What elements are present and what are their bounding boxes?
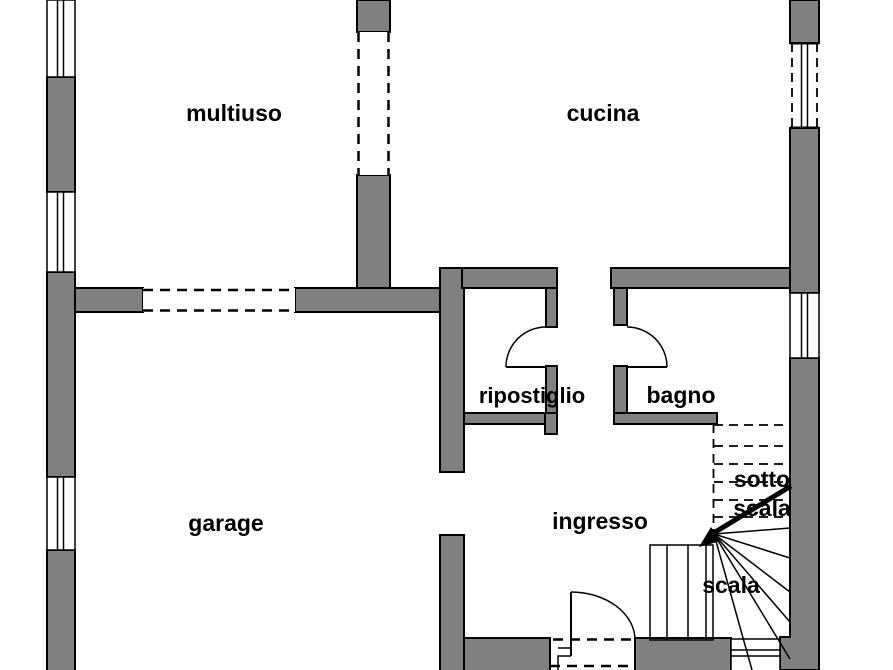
wall-segment <box>789 127 820 294</box>
doors <box>505 326 668 670</box>
window-icon <box>730 638 781 670</box>
wall-segment <box>439 534 465 670</box>
cased-opening <box>143 288 295 312</box>
room-label-multiuso: multiuso <box>186 100 282 126</box>
walls <box>46 0 820 670</box>
room-label-bagno: bagno <box>647 382 716 408</box>
windows <box>46 0 820 670</box>
window-icon <box>46 476 76 551</box>
door-arc <box>570 591 636 641</box>
staircase <box>649 424 793 670</box>
entrance-step <box>557 655 571 670</box>
openings <box>143 32 635 668</box>
wall-segment <box>294 287 442 313</box>
door-entrance <box>557 591 636 670</box>
sotto-scala-dashes <box>712 424 789 534</box>
wall-segment <box>463 412 546 425</box>
wall-segment <box>46 271 76 478</box>
window-icon <box>46 0 76 78</box>
wall-segment <box>613 412 718 425</box>
stair-fan <box>713 527 791 670</box>
wall-segment <box>46 549 76 670</box>
arrowhead <box>699 527 721 547</box>
room-label-cucina: cucina <box>567 100 640 126</box>
wall-segment <box>634 637 732 670</box>
wall-segment <box>463 637 551 670</box>
wall-segment <box>356 0 391 33</box>
wall-segment <box>46 76 76 193</box>
wall-segment <box>613 287 628 326</box>
room-label-garage: garage <box>188 510 263 536</box>
window-icon <box>789 292 820 359</box>
wall-segment <box>789 0 820 44</box>
wall-segment <box>439 267 465 473</box>
wall-segment <box>610 267 791 289</box>
room-label-ripostiglio: ripostiglio <box>479 383 585 408</box>
door-ripostiglio <box>505 326 547 368</box>
wall-segment <box>74 287 144 313</box>
wall-segment <box>461 267 558 289</box>
door-arc <box>626 326 668 368</box>
french-window-icon <box>790 42 819 129</box>
door-bagno <box>626 326 668 368</box>
wall-segment <box>544 412 558 435</box>
room-label-sotto-scala-2: scala <box>733 495 791 521</box>
door-arc <box>505 326 547 368</box>
cased-opening <box>357 32 390 175</box>
stair-flight <box>649 544 714 641</box>
window-icon <box>46 191 76 273</box>
room-label-sotto-scala-1: sotto <box>734 466 790 492</box>
room-labels: multiuso cucina ripostiglio bagno garage… <box>186 100 791 598</box>
stair-break-line <box>699 483 793 547</box>
wall-segment <box>545 287 558 328</box>
wall-segment <box>613 365 628 414</box>
room-label-scala: scala <box>702 572 760 598</box>
room-label-ingresso: ingresso <box>552 508 648 534</box>
